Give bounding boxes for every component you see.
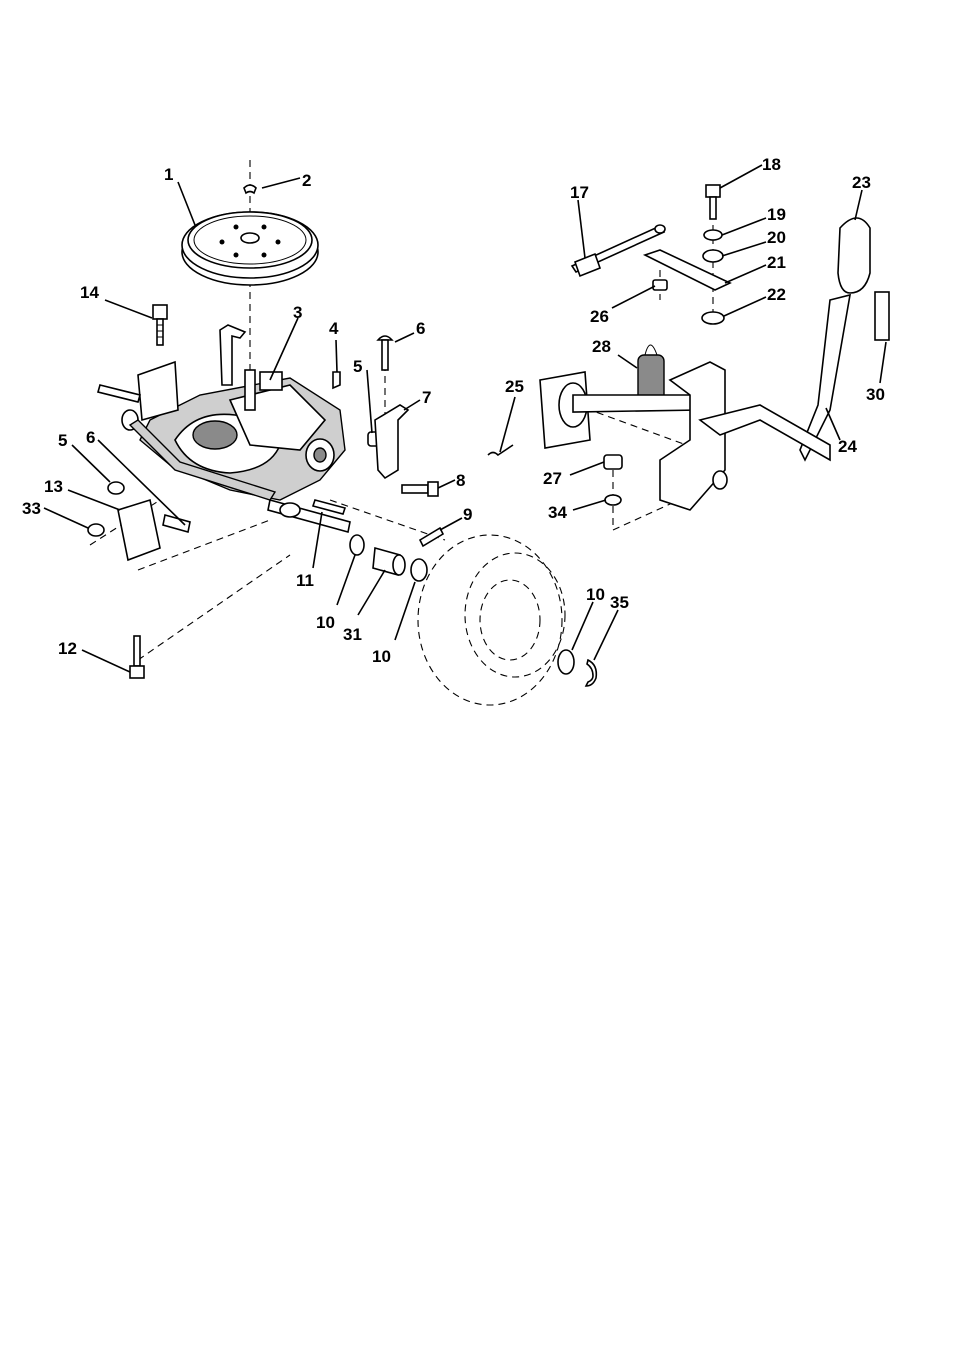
callout-27: 27 [543, 469, 562, 488]
callout-5: 5 [58, 431, 67, 450]
callout-3: 3 [293, 303, 302, 322]
washer-10-c [558, 650, 574, 674]
spring-9 [420, 528, 443, 546]
callout-5: 5 [353, 357, 362, 376]
mount-plate-13 [118, 500, 160, 560]
callout-35: 35 [610, 593, 629, 612]
carriage-bolt-6-upper [378, 336, 392, 370]
washer-20 [703, 250, 723, 262]
transaxle [98, 325, 350, 532]
pulley-key [244, 185, 256, 193]
callout-24: 24 [838, 437, 857, 456]
nut-26 [653, 280, 667, 290]
shaft-frame [540, 362, 830, 510]
e-ring-35 [586, 660, 596, 686]
washer-34 [605, 495, 621, 505]
callout-14: 14 [80, 283, 99, 302]
callout-13: 13 [44, 477, 63, 496]
plate-30 [875, 292, 889, 340]
callout-6: 6 [416, 319, 425, 338]
callout-33: 33 [22, 499, 41, 518]
callout-26: 26 [590, 307, 609, 326]
washer-10-a [350, 535, 364, 555]
rod-17 [572, 225, 665, 276]
callout-19: 19 [767, 205, 786, 224]
callout-30: 30 [866, 385, 885, 404]
callout-23: 23 [852, 173, 871, 192]
callout-34: 34 [548, 503, 567, 522]
callout-10: 10 [316, 613, 335, 632]
callout-21: 21 [767, 253, 786, 272]
pulley [182, 212, 318, 285]
callout-31: 31 [343, 625, 362, 644]
callout-11: 11 [296, 571, 314, 590]
callout-12: 12 [58, 639, 77, 658]
bolt-8 [402, 482, 438, 496]
bolt-18 [706, 185, 720, 219]
key-11 [313, 500, 345, 514]
washer-10-b [411, 559, 427, 581]
callout-4: 4 [329, 319, 339, 338]
nut-33 [88, 524, 104, 536]
callout-10: 10 [586, 585, 605, 604]
wheel [418, 535, 565, 705]
knob-23 [838, 218, 870, 293]
bracket-7 [375, 405, 408, 478]
callout-25: 25 [505, 377, 524, 396]
callout-17: 17 [570, 183, 589, 202]
callout-7: 7 [422, 388, 431, 407]
callout-6: 6 [86, 428, 95, 447]
bolt-14 [153, 305, 167, 345]
clip-4 [333, 372, 340, 388]
callout-2: 2 [302, 171, 311, 190]
washer-22 [702, 312, 724, 324]
nut-27 [604, 455, 622, 469]
washer-19 [704, 230, 722, 240]
callout-28: 28 [592, 337, 611, 356]
nut-5-lower [108, 482, 124, 494]
callout-8: 8 [456, 471, 465, 490]
callout-18: 18 [762, 155, 781, 174]
callout-20: 20 [767, 228, 786, 247]
callout-22: 22 [767, 285, 786, 304]
callout-10: 10 [372, 647, 391, 666]
callout-9: 9 [463, 505, 472, 524]
spacer-31 [373, 548, 405, 575]
callout-1: 1 [164, 165, 173, 184]
